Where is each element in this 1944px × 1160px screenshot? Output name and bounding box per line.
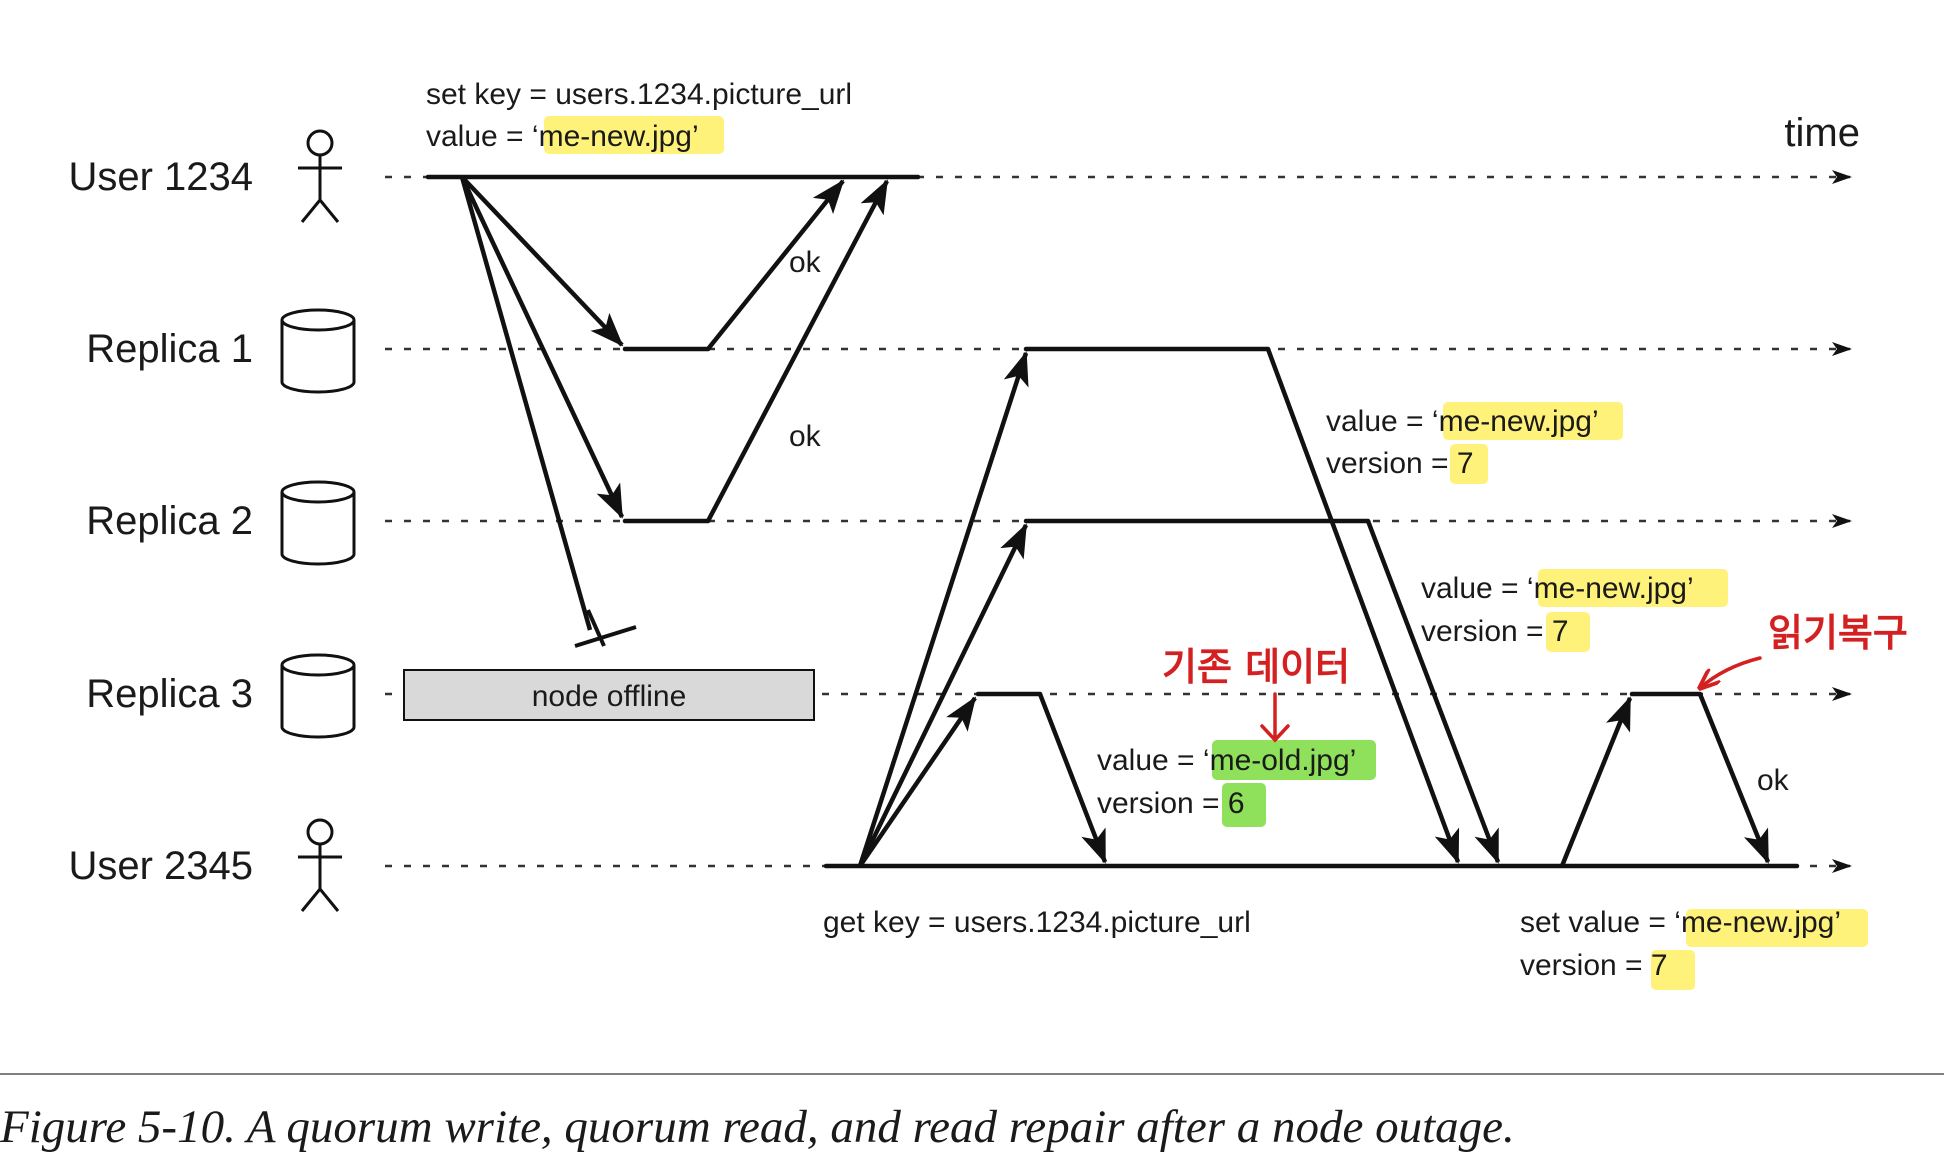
lane-label-replica-1: Replica 1 — [86, 327, 253, 371]
ack-arrow-replica-2 — [706, 179, 889, 523]
database-cylinder-icon — [280, 308, 356, 394]
response-arrow-replica-2 — [1365, 520, 1501, 864]
repair-ack-label: ok — [1757, 764, 1790, 797]
repair-value: set value = ‘me-new.jpg’ — [1520, 906, 1841, 939]
highlight-response-3-version — [1222, 783, 1266, 827]
highlight-write-value — [544, 116, 724, 154]
highlight-response-1-value — [1443, 402, 1623, 440]
highlight-repair-version — [1651, 950, 1695, 990]
highlight-response-2-value — [1538, 569, 1728, 607]
node-offline-box — [403, 669, 815, 721]
response-arrow-replica-1 — [1265, 348, 1461, 864]
lane-label-replica-3: Replica 3 — [86, 672, 253, 716]
repair-version: version = 7 — [1520, 949, 1668, 982]
write-failed-cross — [574, 609, 637, 648]
response-arrow-replica-3 — [1037, 693, 1108, 864]
read-repair-note: 읽기복구 — [1768, 611, 1908, 655]
read-arrow-to-replica-2 — [857, 523, 1029, 867]
stick-figure-icon — [298, 818, 342, 912]
ack-label-replica-2: ok — [789, 420, 822, 453]
write-value: me-new.jpg — [539, 120, 692, 153]
response-1-version: version = 7 — [1326, 447, 1474, 480]
stick-figure-icon — [298, 129, 342, 223]
read-arrow-to-replica-1 — [857, 351, 1029, 867]
response-1-value: value = ‘me-new.jpg’ — [1326, 405, 1599, 438]
highlight-response-1-version — [1450, 444, 1488, 484]
database-cylinder-icon — [280, 480, 356, 566]
response-2-version: version = 7 — [1421, 615, 1569, 648]
read-request-label: get key = users.1234.picture_url — [823, 906, 1251, 939]
highlight-repair-value — [1686, 909, 1868, 947]
write-arrow-to-replica-1 — [460, 175, 624, 347]
figure-caption: Figure 5-10. A quorum write, quorum read… — [0, 1101, 1515, 1153]
stale-data-down-arrow-icon — [1260, 692, 1290, 743]
ack-arrow-replica-1 — [706, 179, 845, 351]
ack-label-replica-1: ok — [789, 246, 822, 279]
repair-arrow-to-replica-3 — [1559, 696, 1633, 867]
write-request-line2: value = ‘me-new.jpg’ — [426, 120, 699, 153]
write-request-line1: set key = users.1234.picture_url — [426, 78, 852, 111]
repair-ack-arrow — [1697, 693, 1771, 864]
write-arrow-to-replica-2 — [459, 176, 625, 519]
response-3-value: value = ‘me-old.jpg’ — [1097, 744, 1356, 777]
stale-data-note: 기존 데이터 — [1162, 645, 1350, 689]
node-offline-label: node offline — [532, 680, 687, 713]
response-3-version: version = 6 — [1097, 787, 1245, 820]
write-arrow-to-replica-3 — [459, 176, 593, 631]
lane-label-user-2345: User 2345 — [68, 844, 253, 888]
time-label: time — [1784, 111, 1860, 155]
read-arrow-to-replica-3 — [858, 696, 977, 868]
highlight-response-3-value — [1212, 740, 1376, 780]
response-2-value: value = ‘me-new.jpg’ — [1421, 572, 1694, 605]
highlight-response-2-version — [1546, 612, 1590, 652]
lane-label-replica-2: Replica 2 — [86, 499, 253, 543]
read-repair-pointer-icon — [1700, 656, 1762, 688]
lane-label-user-1234: User 1234 — [68, 155, 253, 199]
database-cylinder-icon — [280, 653, 356, 739]
